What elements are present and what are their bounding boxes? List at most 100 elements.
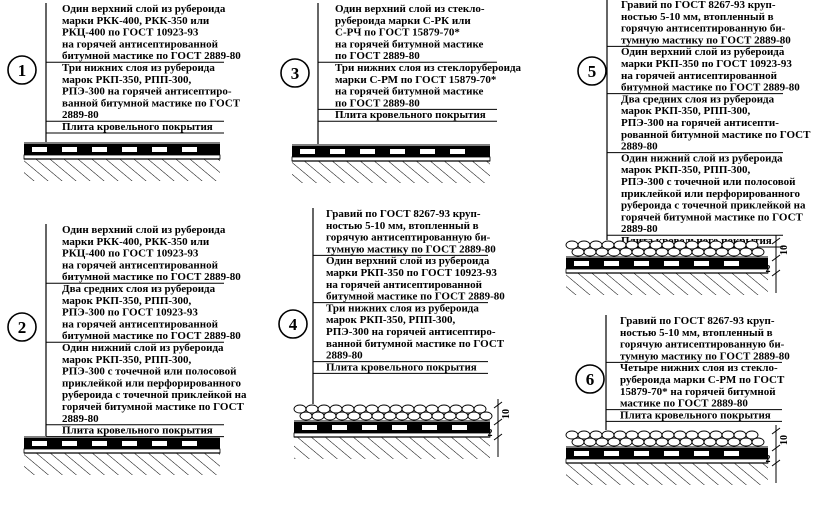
layer-description-line: Два средних слоя из рубероида — [62, 283, 216, 295]
roof-slab — [566, 273, 768, 295]
layer-description-line: марки РКК-400, РКК-350 или — [62, 236, 210, 248]
layer-description-line: 2889-80 — [62, 413, 99, 425]
layer-description-line: на горячей битумной мастике — [335, 38, 484, 50]
layer-description-line: Гравий по ГОСТ 8267-93 круп- — [620, 315, 775, 327]
layer-description-line: марки С-РМ по ГОСТ 15879-70* — [335, 74, 497, 86]
layer-description-line: битумной мастике по ГОСТ 2889-80 — [326, 291, 505, 303]
layer-description-line: горячую антисептированную би- — [620, 339, 785, 351]
layer-description-line: Гравий по ГОСТ 8267-93 круп- — [621, 0, 776, 11]
layer-description-line: тумную мастику по ГОСТ 2889-80 — [620, 350, 790, 362]
layer-description-line: 2889-80 — [621, 223, 658, 235]
layer-description-line: на горячей антисептированной — [62, 259, 219, 271]
layer-description-line: РПЭ-300 по ГОСТ 10923-93 — [62, 307, 198, 319]
layer-description-line: РПЭ-300 с точечной или полосовой — [62, 366, 237, 378]
section-number-circle — [7, 55, 37, 85]
layer-description-line: Три нижних слоя из рубероида — [62, 62, 215, 74]
layer-description-line: Плита кровельного покрытия — [62, 121, 213, 133]
layer-description-line: рубероида марки С-РМ по ГОСТ — [620, 374, 785, 386]
gravel-layer — [565, 240, 765, 257]
layer-description-line: марок РКП-350, РПП-300, — [62, 354, 192, 366]
layer-description-line: Один верхний слой из рубероида — [62, 224, 226, 236]
layer-description-line: 2889-80 — [62, 109, 99, 121]
layer-description-line: Гравий по ГОСТ 8267-93 круп- — [326, 208, 481, 220]
layer-description-line: ностью 5-10 мм, втопленный в — [326, 220, 479, 232]
layer-description-line: марок РКП-350, РПП-300, — [62, 74, 192, 86]
layer-description-line: тумную мастику по ГОСТ 2889-80 — [326, 243, 496, 255]
dimension-label: 10 — [501, 409, 512, 419]
section-number-circle — [577, 56, 607, 86]
layer-description-line: мастике по ГОСТ 2889-80 — [620, 398, 748, 410]
layer-description-line: приклейкой или перфорированного — [62, 377, 241, 389]
section-number: 1 — [18, 61, 27, 80]
layer-description-line: Один нижний слой из рубероида — [621, 152, 783, 164]
layer-description-line: 2889-80 — [621, 141, 658, 153]
section-number-circle — [575, 364, 605, 394]
layer-description-line: Три нижних слоя из стеклорубероида — [335, 62, 522, 74]
layer-description-line: 15879-70* на горячей битумной — [620, 386, 776, 398]
layer-description-line: рованной битумной мастике по ГОСТ — [621, 129, 811, 141]
layer-description-line: РПЭ-300 с точечной или полосовой — [621, 176, 796, 188]
layer-description-line: битумной мастике по ГОСТ 2889-80 — [621, 82, 800, 94]
layer-description-line: РКЦ-400 по ГОСТ 10923-93 — [62, 248, 199, 260]
dimension-label: 10 — [779, 245, 790, 255]
layer-description-line: рубероида с точечной приклейкой на — [621, 200, 806, 212]
layer-description-line: Один верхний слой из рубероида — [621, 46, 785, 58]
layer-description-line: на горячей антисептированной — [621, 70, 778, 82]
layer-description-line: марки РКК-400, РКК-350 или — [62, 15, 210, 27]
layer-description-line: Плита кровельного покрытия — [335, 109, 486, 121]
layer-description-line: марок РКП-350, РПП-300, — [62, 295, 192, 307]
layer-description-line: Один верхний слой из рубероида — [62, 3, 226, 15]
layer-description-line: Три нижних слоя из рубероида — [326, 302, 479, 314]
layer-description-line: по ГОСТ 2889-80 — [335, 97, 420, 109]
gravel-layer — [565, 430, 765, 447]
section-5: 5 Гравий по ГОСТ 8267-93 круп-ностью 5-10… — [565, 0, 811, 295]
roof-slab — [566, 463, 768, 485]
layer-description-line: Один верхний слой из стекло- — [335, 3, 485, 15]
layer-description-line: по ГОСТ 2889-80 — [335, 50, 420, 62]
layer-description-line: Четыре нижних слоя из стекло- — [620, 362, 778, 374]
section-number-circle — [278, 309, 308, 339]
layer-description-line: ностью 5-10 мм, втопленный в — [621, 11, 774, 23]
section-number: 5 — [588, 62, 597, 81]
roof-slab — [294, 437, 490, 459]
dimension-label: 2 — [488, 428, 493, 439]
layer-description-line: горячую антисептированную би- — [621, 23, 786, 35]
layer-description-line: Один верхний слой из рубероида — [326, 255, 490, 267]
layer-description-line: марок РКП-350, РПП-300, — [326, 314, 456, 326]
dimension-label: 2 — [766, 264, 771, 275]
section-number: 2 — [18, 318, 27, 337]
layer-description-line: горячей битумной мастике по ГОСТ — [621, 211, 804, 223]
section-number: 6 — [586, 370, 595, 389]
layer-description-line: Один нижний слой из рубероида — [62, 342, 224, 354]
layer-description-line: Плита кровельного покрытия — [326, 361, 477, 373]
roof-slab — [292, 161, 490, 183]
dimension-label: 10 — [779, 435, 790, 445]
layer-description-line: на горячей антисептированной — [62, 38, 219, 50]
layer-description-line: РПЭ-300 на горячей антисептиро- — [326, 326, 496, 338]
gravel-layer — [293, 404, 493, 421]
layer-description-line: РПЭ-300 на горячей антисепти- — [621, 117, 779, 129]
layer-description-line: на горячей антисептированной — [326, 279, 483, 291]
layer-description-line: ностью 5-10 мм, втопленный в — [620, 327, 773, 339]
layer-description-line: 2889-80 — [326, 350, 363, 362]
layer-description-line: рубероида марки С-РК или — [335, 15, 471, 27]
layer-description-line: на горячей битумной мастике — [335, 86, 484, 98]
layer-description-line: тумную мастику по ГОСТ 2889-80 — [621, 34, 791, 46]
layer-description-line: РПЭ-300 на горячей антисептиро- — [62, 86, 232, 98]
layer-description-line: битумной мастике по ГОСТ 2889-80 — [62, 330, 241, 342]
dimension-label: 2 — [766, 454, 771, 465]
roof-slab — [24, 453, 220, 475]
layer-description-line: марки РКП-350 по ГОСТ 10923-93 — [326, 267, 497, 279]
layer-description-line: марок РКП-350, РПП-300, — [621, 164, 751, 176]
roof-slab — [24, 159, 220, 181]
layer-description-line: битумной мастике по ГОСТ 2889-80 — [62, 50, 241, 62]
layer-description-line: С-РЧ по ГОСТ 15879-70* — [335, 27, 460, 39]
layer-description-line: марок РКП-350, РПП-300, — [621, 105, 751, 117]
section-6: 6 Гравий по ГОСТ 8267-93 круп-ностью 5-10… — [565, 315, 790, 485]
layer-description-line: битумной мастике по ГОСТ 2889-80 — [62, 271, 241, 283]
